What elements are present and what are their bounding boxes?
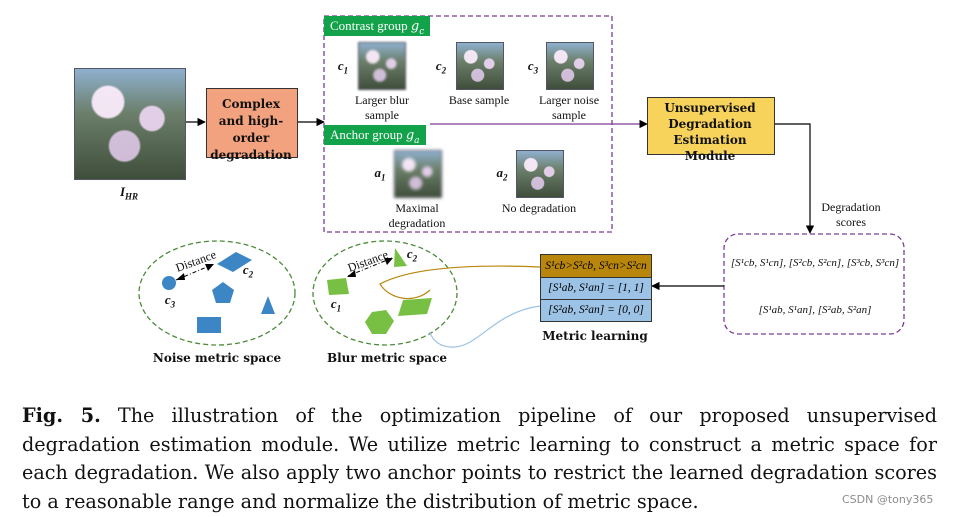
estimation-module-box	[647, 97, 775, 155]
sample-a1-image	[394, 150, 442, 198]
noise-c2-point	[217, 252, 252, 272]
caption-lead: Fig. 5.	[22, 404, 101, 427]
noise-triangle	[261, 296, 275, 314]
scores-label: Degradation scores	[821, 200, 881, 229]
noise-c3-label: c3	[164, 292, 176, 310]
sample-a2-id: a2	[496, 165, 508, 183]
sample-a2-image	[516, 150, 564, 198]
arrow-module-to-scores	[773, 123, 815, 234]
noise-c2-label: c2	[242, 262, 254, 280]
degradation-box-title: Complex and high-order degradation	[210, 97, 292, 162]
blur-c2-label: c2	[406, 246, 418, 264]
blur-metric-ellipse	[312, 240, 458, 346]
noise-metric-ellipse	[138, 240, 296, 346]
sample-c1-id: c1	[337, 58, 349, 76]
scores-contrast: [S¹cb, S¹cn], [S²cb, S²cn], [S³cb, S³cn]	[730, 257, 900, 269]
link-anchor-to-blur	[429, 305, 541, 348]
contrast-group-header: Contrast group gc	[324, 16, 431, 37]
sample-c2-id: c2	[435, 58, 447, 76]
metric-learning-title: Metric learning	[542, 329, 648, 343]
sample-c1-label: Larger blur sample	[354, 93, 410, 122]
caption-text: The illustration of the optimization pip…	[22, 404, 937, 513]
estimation-module-title: Unsupervised Degradation Estimation Modu…	[664, 101, 756, 163]
anchor-group-header: Anchor group ga	[324, 125, 426, 146]
blur-c1-label: c1	[330, 296, 342, 314]
sample-c3-id: c3	[527, 58, 539, 76]
watermark: CSDN @tony365	[842, 493, 934, 506]
blur-parallelogram	[398, 298, 432, 316]
sample-a1-label: Maximal degradation	[388, 201, 446, 230]
blur-distance-line	[347, 257, 393, 277]
degradation-box	[206, 88, 298, 158]
link-rule-to-blur	[379, 265, 541, 300]
metric-anchor-2: [S²ab, S²an] = [0, 0]	[540, 299, 652, 322]
noise-space-title: Noise metric space	[152, 351, 282, 365]
sample-c3-image	[546, 42, 594, 90]
metric-anchor-1: [S¹ab, S¹an] = [1, 1]	[540, 277, 652, 300]
scores-anchor: [S¹ab, S¹an], [S²ab, S²an]	[758, 304, 872, 316]
sample-a1-id: a1	[374, 165, 386, 183]
metric-rule: S¹cb>S²cb, S³cn>S²cn	[540, 254, 652, 278]
sample-c2-image	[456, 42, 504, 90]
noise-c3-point	[162, 276, 176, 290]
blur-space-title: Blur metric space	[326, 351, 448, 365]
sample-a2-label: No degradation	[501, 201, 577, 215]
blur-hexagon	[365, 310, 394, 334]
pipeline-diagram	[138, 15, 905, 348]
noise-pentagon	[212, 282, 234, 303]
sample-c2-label: Base sample	[448, 93, 510, 107]
input-hr-image	[74, 68, 186, 180]
figure-caption: Fig. 5. The illustration of the optimiza…	[22, 402, 937, 516]
input-image-label: IHR	[119, 184, 139, 202]
scores-box	[723, 233, 905, 335]
sample-c3-label: Larger noise sample	[538, 93, 600, 122]
blur-c2-point	[394, 248, 407, 267]
noise-square	[197, 317, 221, 333]
sample-c1-image	[358, 42, 406, 90]
blur-c1-point	[327, 278, 349, 295]
